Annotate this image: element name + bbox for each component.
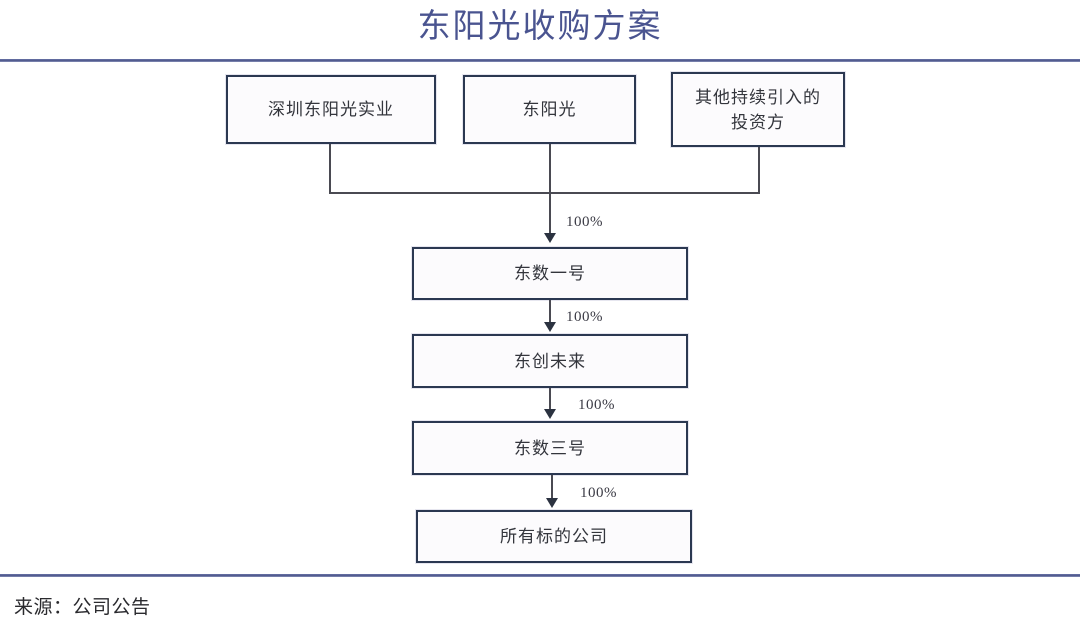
page-title: 东阳光收购方案: [417, 7, 663, 44]
arrowhead-to-dcwl: [544, 322, 556, 332]
source-caption: 来源：公司公告: [14, 597, 151, 618]
node-label: 东阳光: [522, 100, 577, 119]
node-dongyangguang[interactable]: 东阳光: [463, 75, 636, 144]
title-divider-rule: [0, 59, 1080, 62]
node-shenzhen-dongyangguang-industry[interactable]: 深圳东阳光实业: [226, 75, 436, 144]
node-label: 东数一号: [514, 264, 586, 283]
arrowhead-to-ds1: [544, 233, 556, 243]
node-dongshu-no1[interactable]: 东数一号: [412, 247, 688, 300]
connector-ds3-to-target: [551, 475, 553, 504]
edge-label-dcwl-ds3: 100%: [578, 397, 615, 413]
node-all-target-companies[interactable]: 所有标的公司: [416, 510, 692, 563]
connector-trunk-to-ds1: [549, 144, 551, 240]
connector-ds1-to-dcwl: [549, 300, 551, 328]
arrowhead-to-ds3: [544, 409, 556, 419]
node-label: 深圳东阳光实业: [268, 100, 394, 119]
edge-label-ds3-target: 100%: [580, 485, 617, 501]
connector-stub-shenzhen: [329, 144, 331, 194]
node-label: 东创未来: [514, 351, 586, 371]
node-label: 所有标的公司: [500, 527, 608, 546]
node-label: 其他持续引入的 投资方: [695, 87, 821, 132]
node-dongshu-no3[interactable]: 东数三号: [412, 421, 688, 475]
footer-divider-rule: [0, 574, 1080, 577]
edge-label-ds1-dcwl: 100%: [566, 309, 603, 325]
connector-bus-bar: [329, 192, 760, 194]
node-label: 东数三号: [514, 438, 586, 458]
connector-dcwl-to-ds3: [549, 388, 551, 415]
node-other-investors[interactable]: 其他持续引入的 投资方: [671, 72, 845, 147]
node-dongchuang-future[interactable]: 东创未来: [412, 334, 688, 388]
connector-stub-others: [758, 147, 760, 194]
edge-label-shareholders-ds1: 100%: [566, 214, 603, 230]
arrowhead-to-target: [546, 498, 558, 508]
